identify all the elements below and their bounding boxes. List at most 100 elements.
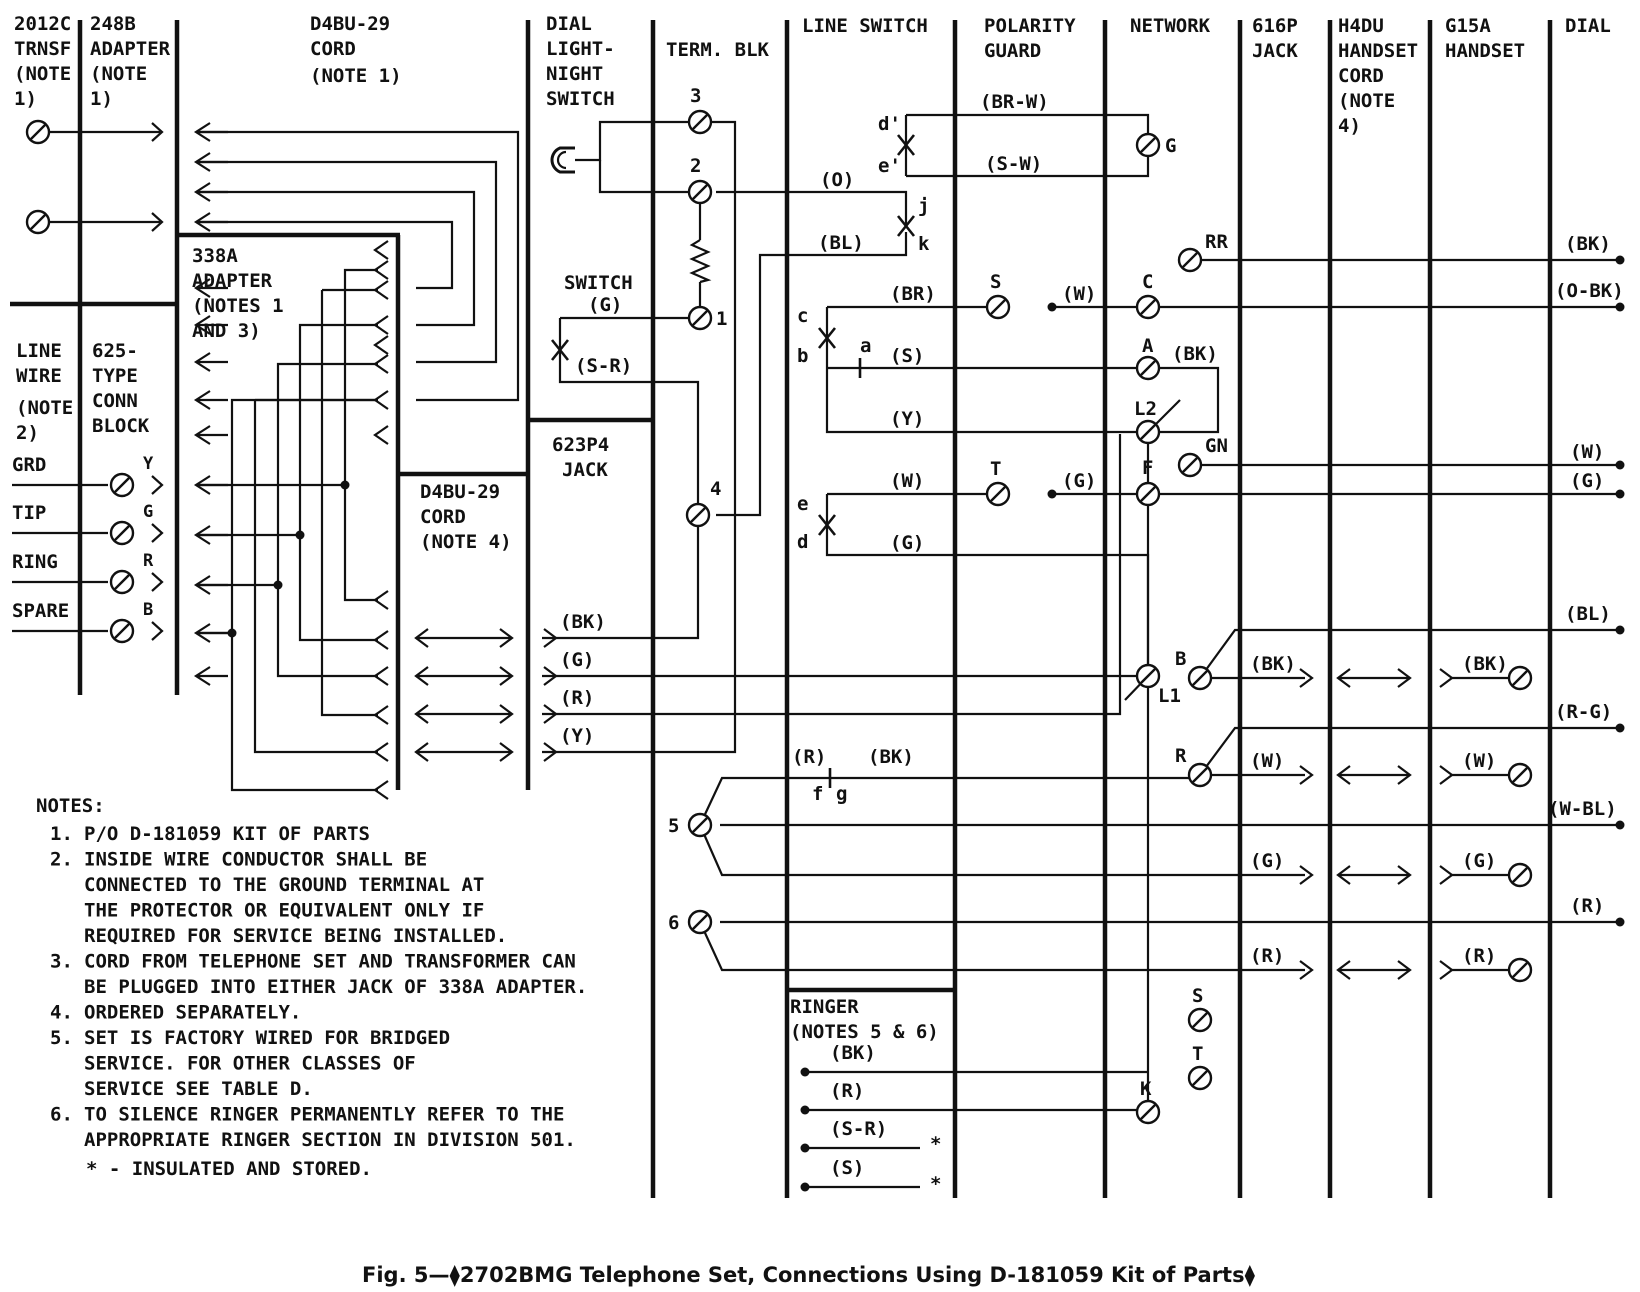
svg-text:(G): (G) xyxy=(588,294,622,316)
junction-dot-1 xyxy=(340,480,350,490)
conn-finger-1 xyxy=(151,475,164,495)
svg-text:CONN: CONN xyxy=(92,390,138,412)
heading-network: NETWORK xyxy=(1130,15,1211,37)
left-arrow-14 xyxy=(193,666,228,686)
contact-letter-b: b xyxy=(797,345,808,367)
svg-text:CORD: CORD xyxy=(1338,65,1384,87)
conn-block-terminal-4 xyxy=(109,618,135,644)
notes: NOTES: 1.P/O D-181059 KIT OF PARTS2.INSI… xyxy=(36,795,587,1180)
line-wire-row-1: TIP xyxy=(12,502,46,524)
dial-wire-2: (W) xyxy=(1570,441,1604,463)
switch-wire-s: (S) xyxy=(890,345,924,367)
handset-terminal-2 xyxy=(1507,762,1533,788)
heading-term-blk: TERM. BLK xyxy=(666,39,770,61)
left-arrow-2 xyxy=(193,152,228,172)
conn-finger-4 xyxy=(151,621,164,641)
switch-wire-o: (O) xyxy=(820,169,854,191)
svg-text:D4BU-29: D4BU-29 xyxy=(420,481,500,503)
network-terminal-t xyxy=(1187,1065,1213,1091)
dial-wire-0: (BK) xyxy=(1565,233,1611,255)
polarity-terminal-s xyxy=(985,294,1011,320)
contact-letter-e: e xyxy=(797,493,808,515)
junction-dot-2 xyxy=(295,530,305,540)
handset-wire-3: (R) xyxy=(1462,945,1496,967)
term-number-5: 6 xyxy=(668,912,679,934)
junction-dot-14 xyxy=(1615,489,1625,499)
term-blk-terminal-3 xyxy=(687,305,713,331)
network-label-r: R xyxy=(1175,745,1187,767)
handset-wire-0: (BK) xyxy=(1462,653,1508,675)
left-arrow-1 xyxy=(193,122,228,142)
network-terminal-s xyxy=(1187,1007,1213,1033)
svg-text:SWITCH: SWITCH xyxy=(546,88,615,110)
handset-finger-3 xyxy=(1439,865,1454,885)
heading-line-switch: LINE SWITCH xyxy=(802,15,928,37)
handset-terminal-4 xyxy=(1507,957,1533,983)
adapter338a-finger-13 xyxy=(373,742,389,762)
network-terminal-l2 xyxy=(1135,419,1161,445)
note-line: SERVICE. FOR OTHER CLASSES OF xyxy=(84,1053,416,1075)
arrows xyxy=(151,122,1625,1192)
svg-text:248B: 248B xyxy=(90,13,136,35)
network-label-a: A xyxy=(1142,335,1154,357)
handset-finger-1 xyxy=(1439,668,1454,688)
adapter338a-finger-12 xyxy=(373,705,389,725)
footnote: * - INSULATED AND STORED. xyxy=(86,1158,372,1180)
network-wire-w: (W) xyxy=(1062,283,1096,305)
svg-text:HANDSET: HANDSET xyxy=(1338,40,1418,62)
svg-text:(NOTE: (NOTE xyxy=(16,397,73,419)
network-wire-g: (G) xyxy=(1062,470,1096,492)
cord-wire-label-2: (R) xyxy=(560,687,594,709)
dial-wire-6: (W-BL) xyxy=(1548,798,1617,820)
note-line: APPROPRIATE RINGER SECTION IN DIVISION 5… xyxy=(84,1129,576,1151)
switch-wire-s_r: (S-R) xyxy=(575,355,632,377)
junction-dot-9 xyxy=(800,1143,810,1153)
adapter-finger-2 xyxy=(151,212,164,232)
network-terminal-gn xyxy=(1177,452,1203,478)
term-blk-terminal-1 xyxy=(687,109,713,135)
heading-conn-block: 625- TYPE CONN BLOCK xyxy=(92,340,150,437)
jack616-wire-1: (W) xyxy=(1250,750,1284,772)
svg-text:338A: 338A xyxy=(192,245,238,267)
ringer-wire-2: (S-R) xyxy=(830,1118,887,1140)
network-terminal-b xyxy=(1187,665,1213,691)
svg-text:ADAPTER: ADAPTER xyxy=(90,38,171,60)
note-line: INSIDE WIRE CONDUCTOR SHALL BE xyxy=(84,849,427,871)
polarity-terminal-g xyxy=(1135,132,1161,158)
svg-text:(NOTE 1): (NOTE 1) xyxy=(310,65,402,87)
svg-text:1): 1) xyxy=(90,88,113,110)
heading-switch-g: SWITCH (G) xyxy=(564,272,633,316)
adapter338a-finger-9 xyxy=(373,590,389,610)
network-label-rr: RR xyxy=(1205,231,1228,253)
network-terminal-a xyxy=(1135,355,1161,381)
term-number-3: 4 xyxy=(710,478,721,500)
dial-wire-1: (O-BK) xyxy=(1555,280,1624,302)
network-label-l1: L1 xyxy=(1158,685,1181,707)
contact-letter-g: g xyxy=(836,783,847,805)
dial-wire-5: (R-G) xyxy=(1555,701,1612,723)
network-terminal-c xyxy=(1135,294,1161,320)
term-blk-terminal-5 xyxy=(687,812,713,838)
jack616-wire-0: (BK) xyxy=(1250,653,1296,675)
heading-623p4-jack: 623P4 JACK xyxy=(552,434,609,481)
left-arrow-11 xyxy=(193,525,228,545)
jack623-finger-3 xyxy=(543,704,558,724)
adapter338a-finger-8 xyxy=(373,425,389,445)
cord-double-arrow-2 xyxy=(414,666,514,686)
switch-wire-bk: (BK) xyxy=(868,746,914,768)
svg-text:HANDSET: HANDSET xyxy=(1445,40,1525,62)
jack623-finger-1 xyxy=(543,628,558,648)
contact-cb xyxy=(817,327,837,349)
left-arrow-9 xyxy=(193,425,228,445)
handset-finger-4 xyxy=(1439,960,1454,980)
switch-wire-br: (BR) xyxy=(890,283,936,305)
network-label-b: B xyxy=(1175,648,1186,670)
network-terminal-f xyxy=(1135,481,1161,507)
junction-dot-7 xyxy=(800,1067,810,1077)
jack623-finger-2 xyxy=(543,666,558,686)
line-wire-row-2: RING xyxy=(12,551,58,573)
term-number-0: 3 xyxy=(690,85,701,107)
terminals xyxy=(25,109,1533,1125)
handset-double-arrow-4 xyxy=(1336,960,1412,980)
